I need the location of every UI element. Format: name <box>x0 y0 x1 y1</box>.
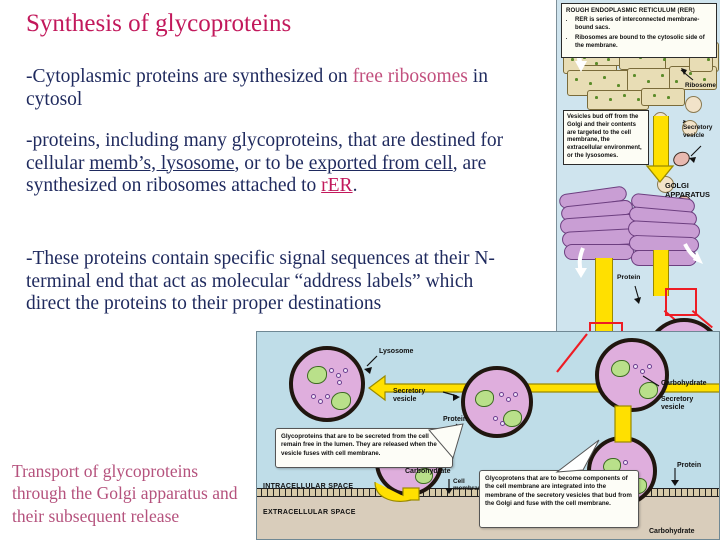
cell-membrane-label: Cell membrane <box>453 478 486 493</box>
vesicle-info-box: Vesicles bud off from the Golgi and thei… <box>563 110 649 165</box>
carbohydrate-label-right: Carbohydrate <box>661 380 707 387</box>
transport-caption: Transport of glycoproteins through the G… <box>12 461 238 526</box>
secretory-path-tube <box>653 250 669 296</box>
golgi-apparatus-label: GOLGI APPARATUS <box>665 181 710 199</box>
p1-text-b: in cytosol <box>26 66 488 110</box>
p2-underline-membranes: memb’s, lysosome <box>89 152 235 174</box>
callout-membrane-text: Glycoprotens that are to become componen… <box>485 475 632 508</box>
transport-vesicle <box>682 120 698 136</box>
carbohydrate-label-bottom: Carbohydrate <box>649 528 695 535</box>
protein-label-panel: Protein <box>617 274 641 281</box>
p2-underline-exported: exported from cell <box>308 152 453 174</box>
rer-box-heading: ROUGH ENDOPLASMIC RETICULUM (RER) <box>566 7 695 14</box>
p1-text-a: -Cytoplasmic proteins are synthesized on <box>26 66 353 87</box>
p2-text-a: -proteins, including many glycoproteins,… <box>26 130 504 174</box>
vesicle-info-text: Vesicles bud off from the Golgi and thei… <box>567 114 642 159</box>
secretory-vesicle-right-upper <box>595 338 669 412</box>
secretory-vesicle-mid <box>461 366 533 438</box>
paragraph-glycoproteins: -proteins, including many glycoproteins,… <box>26 130 520 198</box>
callout-membrane-glycoproteins: Glycoprotens that are to become componen… <box>479 470 639 528</box>
protein-label-right: Protein <box>677 462 702 469</box>
protein-label-mid: Protein <box>443 416 468 423</box>
p2-text-c: , are synthesized on ribosomes attached … <box>26 152 487 197</box>
lysosome <box>289 346 365 422</box>
secretory-vesicle-label-right: Secretory vesicle <box>661 396 694 412</box>
secretory-vesicle-label: Secretory vesicle <box>683 124 713 139</box>
transport-vesicle <box>685 96 702 113</box>
secretory-vesicle <box>670 149 693 169</box>
highlight-box-top <box>665 288 697 316</box>
rer-sac <box>587 90 649 110</box>
rer-info-box: ROUGH ENDOPLASMIC RETICULUM (RER) RER is… <box>561 3 717 58</box>
p2-text-b: , or to be <box>234 152 309 174</box>
p2-rer-term: rER <box>321 175 353 197</box>
extracellular-space-label: EXTRACELLULAR SPACE <box>263 509 356 516</box>
intracellular-space-label: INTRACELLULAR SPACE <box>263 483 354 490</box>
page-title: Synthesis of glycoproteins <box>26 10 292 37</box>
p2-text-d: . <box>352 175 358 197</box>
ribosome-label: Ribosome <box>685 82 716 89</box>
carbohydrate-label-left: Carbohydrate <box>405 468 451 475</box>
golgi-flow-arrow <box>653 116 669 168</box>
callout-secreted-text: Glycoproteins that are to be secreted fr… <box>281 433 437 457</box>
rer-bullet: Ribosomes are bound to the cytosolic sid… <box>575 35 712 51</box>
callout-secreted-glycoproteins: Glycoproteins that are to be secreted fr… <box>275 428 453 468</box>
glycoprotein-transport-diagram: INTRACELLULAR SPACE EXTRACELLULAR SPACE … <box>256 331 720 540</box>
paragraph-signal-sequences: -These proteins contain specific signal … <box>26 248 495 315</box>
secretory-vesicle-label-mid: Secretory vesicle <box>393 388 426 404</box>
lysosome-label: Lysosome <box>379 348 414 355</box>
rer-bullet: RER is series of interconnected membrane… <box>575 17 712 33</box>
p1-free-ribosomes: free ribosomes <box>352 66 468 87</box>
rer-sac <box>641 88 685 106</box>
paragraph-cytoplasmic: -Cytoplasmic proteins are synthesized on… <box>26 66 520 111</box>
